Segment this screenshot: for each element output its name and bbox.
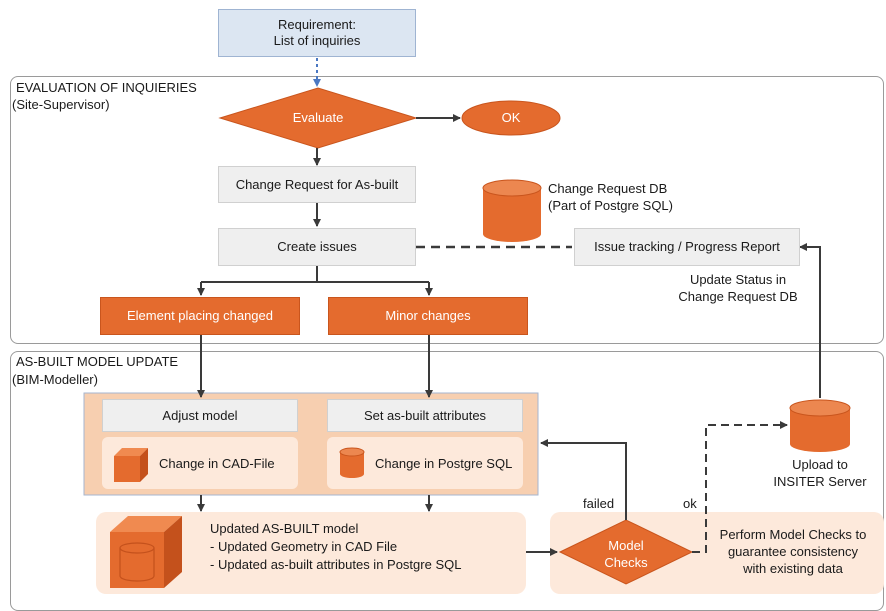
model-checks-label2: Checks xyxy=(604,555,648,570)
requirement-line2: List of inquiries xyxy=(273,33,361,48)
asbuilt-section-title: AS-BUILT MODEL UPDATE xyxy=(16,354,179,369)
cad-sub-panel xyxy=(102,437,298,489)
change-request-box: Change Request for As-built xyxy=(218,166,416,203)
perform-checks-label3: with existing data xyxy=(743,561,843,576)
requirement-line1: Requirement: xyxy=(277,17,357,32)
perform-checks-label1: Perform Model Checks to xyxy=(719,527,867,542)
change-postgre-label: Change in Postgre SQL xyxy=(375,456,513,471)
evaluation-section-subtitle: (Site-Supervisor) xyxy=(12,97,110,112)
arrow-failed xyxy=(540,439,627,520)
set-attributes-box: Set as-built attributes xyxy=(327,399,523,432)
branch-line xyxy=(201,266,429,283)
change-request-db-icon xyxy=(482,179,542,242)
perform-checks-label2: guarantee consistency xyxy=(727,544,859,559)
insiter-server-icon xyxy=(789,399,851,452)
model-checks-label1: Model xyxy=(608,538,644,553)
upload-label1: Upload to xyxy=(792,457,848,472)
arrow-ok-upload xyxy=(692,421,788,553)
minor-changes-box: Minor changes xyxy=(328,297,528,335)
evaluation-section-title: EVALUATION OF INQUIERIES xyxy=(16,80,197,95)
create-issues-box: Create issues xyxy=(218,228,416,266)
failed-label: failed xyxy=(583,496,615,511)
updated-model-item2: - Updated as-built attributes in Postgre… xyxy=(210,557,462,572)
postgre-sub-panel xyxy=(327,437,523,489)
change-request-db-label2: (Part of Postgre SQL) xyxy=(548,198,673,213)
ok-edge-label: ok xyxy=(683,496,697,511)
arrow-upload-tracking xyxy=(799,243,821,398)
updated-model-item1: - Updated Geometry in CAD File xyxy=(210,539,398,554)
updated-model-title: Updated AS-BUILT model xyxy=(210,521,359,536)
update-status-label1: Update Status in xyxy=(689,272,787,287)
adjust-model-box: Adjust model xyxy=(102,399,298,432)
ok-label: OK xyxy=(501,110,521,125)
postgre-cylinder-icon xyxy=(339,447,365,478)
update-status-label2: Change Request DB xyxy=(678,289,798,304)
updated-model-cube-icon xyxy=(110,516,182,588)
change-cad-label: Change in CAD-File xyxy=(159,456,275,471)
issue-tracking-box: Issue tracking / Progress Report xyxy=(574,228,800,266)
change-request-db-label1: Change Request DB xyxy=(548,181,668,196)
upload-label2: INSITER Server xyxy=(773,474,867,489)
element-placing-box: Element placing changed xyxy=(100,297,300,335)
asbuilt-section-subtitle: (BIM-Modeller) xyxy=(12,372,98,387)
ok-ellipse xyxy=(461,100,561,136)
updated-model-panel xyxy=(96,512,526,594)
evaluate-label: Evaluate xyxy=(292,110,344,125)
requirement-box: Requirement: List of inquiries xyxy=(218,9,416,57)
cad-cube-icon xyxy=(114,448,148,482)
